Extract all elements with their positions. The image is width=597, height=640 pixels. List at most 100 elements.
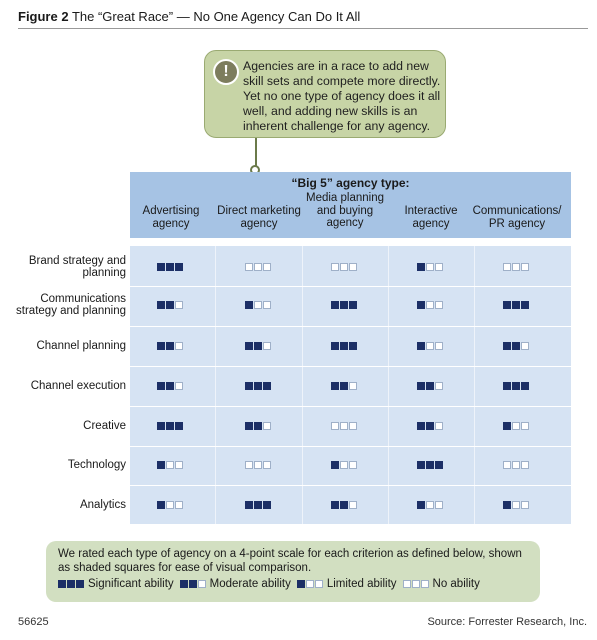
legend-label: Significant ability <box>88 578 174 590</box>
exclamation-icon: ! <box>213 59 239 85</box>
empty-square <box>245 263 253 271</box>
empty-square <box>521 461 529 469</box>
empty-square <box>435 263 443 271</box>
filled-square <box>76 579 84 588</box>
empty-square <box>263 301 271 309</box>
filled-square <box>254 501 262 509</box>
row-separator <box>130 485 571 486</box>
row-label: Analytics <box>79 498 126 511</box>
filled-square <box>503 382 511 390</box>
empty-square <box>197 579 206 588</box>
empty-square <box>331 422 339 430</box>
filled-square <box>67 579 75 588</box>
rating-cell <box>503 263 529 272</box>
empty-square <box>349 263 357 271</box>
filled-square <box>340 301 348 309</box>
empty-square <box>254 461 262 469</box>
rating-cell <box>245 301 271 310</box>
filled-square <box>157 342 165 350</box>
row-label: Creative <box>83 419 126 432</box>
empty-square <box>305 579 314 588</box>
rating-cell <box>331 422 357 431</box>
empty-square <box>340 263 348 271</box>
column-header: Communications/ PR agency <box>472 205 562 230</box>
filled-square <box>245 382 253 390</box>
filled-square <box>426 422 434 430</box>
empty-square <box>263 342 271 350</box>
rating-cell <box>245 342 271 351</box>
empty-square <box>175 382 183 390</box>
empty-square <box>263 461 271 469</box>
source-note: Source: Forrester Research, Inc. <box>427 616 587 628</box>
empty-square <box>166 501 174 509</box>
row-label: Channel planning <box>36 339 126 352</box>
filled-square <box>417 263 425 271</box>
filled-square <box>175 422 183 430</box>
filled-square <box>331 501 339 509</box>
filled-square <box>245 422 253 430</box>
callout-box: ! Agencies are in a race to add new skil… <box>204 50 446 138</box>
filled-square <box>263 501 271 509</box>
rating-cell <box>157 301 183 310</box>
rating-cell <box>417 382 443 391</box>
figure-label: Figure 2 <box>18 9 69 24</box>
filled-square <box>166 382 174 390</box>
rating-cell <box>331 301 357 310</box>
rating-cell <box>417 501 443 510</box>
empty-square <box>349 382 357 390</box>
filled-square <box>426 461 434 469</box>
column-separator <box>302 246 303 524</box>
filled-square <box>245 301 253 309</box>
legend-swatch <box>179 579 206 589</box>
filled-square <box>166 263 174 271</box>
empty-square <box>349 501 357 509</box>
filled-square <box>521 382 529 390</box>
filled-square <box>179 579 188 588</box>
empty-square <box>349 461 357 469</box>
legend-item: No ability <box>402 578 480 590</box>
empty-square <box>426 263 434 271</box>
filled-square <box>417 382 425 390</box>
rating-cell <box>157 501 183 510</box>
filled-square <box>188 579 197 588</box>
filled-square <box>417 301 425 309</box>
legend-item: Significant ability <box>58 578 174 590</box>
rating-cell <box>157 342 183 351</box>
rating-cell <box>417 301 443 310</box>
rating-cell <box>157 461 183 470</box>
document-id: 56625 <box>18 616 49 628</box>
rating-cell <box>245 263 271 272</box>
row-separator <box>130 406 571 407</box>
rating-cell <box>503 461 529 470</box>
empty-square <box>503 263 511 271</box>
empty-square <box>402 579 411 588</box>
row-label: Channel execution <box>30 379 126 392</box>
rating-cell <box>245 382 271 391</box>
empty-square <box>426 342 434 350</box>
rating-cell <box>157 382 183 391</box>
filled-square <box>254 422 262 430</box>
filled-square <box>157 301 165 309</box>
row-separator <box>130 326 571 327</box>
filled-square <box>157 263 165 271</box>
filled-square <box>166 342 174 350</box>
filled-square <box>349 301 357 309</box>
group-label: “Big 5” agency type: <box>291 176 410 190</box>
rating-cell <box>157 263 183 272</box>
filled-square <box>426 382 434 390</box>
legend-label: Moderate ability <box>209 578 291 590</box>
rating-cell <box>245 422 271 431</box>
row-label: Technology <box>67 458 126 471</box>
filled-square <box>245 342 253 350</box>
empty-square <box>521 422 529 430</box>
empty-square <box>175 301 183 309</box>
filled-square <box>521 301 529 309</box>
empty-square <box>340 461 348 469</box>
filled-square <box>331 382 339 390</box>
filled-square <box>512 301 520 309</box>
filled-square <box>417 501 425 509</box>
filled-square <box>417 342 425 350</box>
rating-cell <box>331 263 357 272</box>
filled-square <box>512 342 520 350</box>
row-label: Brand strategy and planning <box>28 254 126 280</box>
